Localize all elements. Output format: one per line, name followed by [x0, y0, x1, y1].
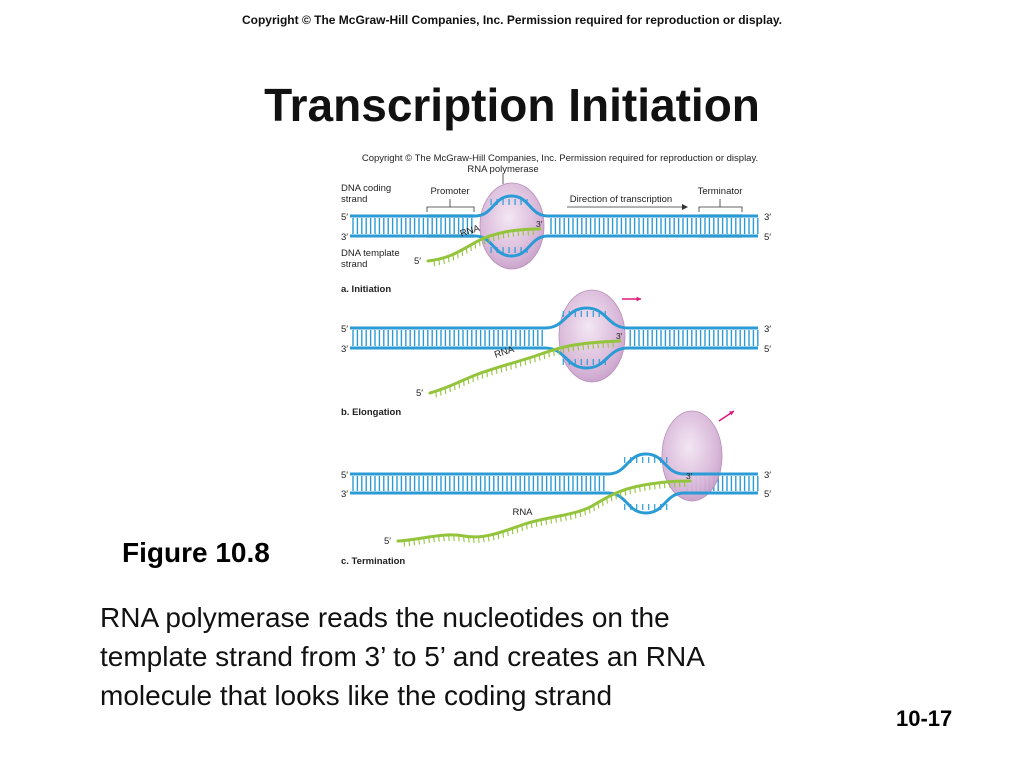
- promoter-label: Promoter: [430, 186, 469, 197]
- caption-line: RNA polymerase reads the nucleotides on …: [100, 602, 670, 633]
- terminator-label: Terminator: [698, 186, 743, 197]
- rna-5prime-label: 5′: [416, 388, 423, 399]
- rna-3prime-label: 3′: [616, 331, 623, 341]
- rna-3prime-label: 3′: [536, 219, 543, 229]
- end-label-3prime: 3′: [341, 489, 348, 500]
- dna-coding-strand: [350, 194, 758, 218]
- panel-caption-initiation: a. Initiation: [341, 284, 391, 295]
- end-label-5prime: 5′: [764, 489, 771, 500]
- caption-line: template strand from 3’ to 5’ and create…: [100, 641, 705, 672]
- promoter-bracket: [426, 199, 475, 212]
- dna-template-strand: [350, 234, 758, 258]
- end-label-3prime: 3′: [341, 344, 348, 355]
- end-label-3prime: 3′: [764, 212, 771, 223]
- rna-5prime-label: 5′: [384, 536, 391, 547]
- end-label-5prime: 5′: [764, 232, 771, 243]
- panel-elongation: 5′ RNA 3′ 5′ 3′ 3′ 5′: [341, 289, 771, 399]
- end-label-3prime: 3′: [341, 232, 348, 243]
- direction-label: Direction of transcription: [570, 194, 672, 205]
- caption: RNA polymerase reads the nucleotides on …: [100, 598, 900, 715]
- caption-line: molecule that looks like the coding stra…: [100, 680, 613, 711]
- rna-5prime-label: 5′: [414, 256, 421, 267]
- end-label-5prime: 5′: [341, 470, 348, 481]
- panel-caption-elongation: b. Elongation: [341, 407, 401, 418]
- copyright-notice: Copyright © The McGraw-Hill Companies, I…: [241, 13, 783, 27]
- rna-label: RNA: [493, 344, 516, 361]
- end-label-5prime: 5′: [764, 344, 771, 355]
- rna-strand: [428, 339, 622, 395]
- dna-coding-strand: [350, 306, 758, 330]
- slide-title: Transcription Initiation: [264, 79, 760, 131]
- figure-copyright: Copyright © The McGraw-Hill Companies, I…: [362, 153, 758, 164]
- end-label-3prime: 3′: [764, 470, 771, 481]
- end-label-5prime: 5′: [341, 212, 348, 223]
- terminator-bracket: [698, 199, 743, 212]
- slide-number: 10-17: [896, 706, 953, 731]
- panel-caption-termination: c. Termination: [341, 556, 405, 567]
- polymerase-label: RNA polymerase: [467, 164, 538, 175]
- end-label-5prime: 5′: [341, 324, 348, 335]
- dna-template-strand: [350, 491, 758, 515]
- dna-coding-strand: [350, 452, 758, 476]
- figure-label: Figure 10.8: [122, 537, 270, 568]
- rna-polymerase: [661, 410, 723, 502]
- rna-3prime-label: 3′: [686, 471, 693, 481]
- end-label-3prime: 3′: [764, 324, 771, 335]
- rna-label: RNA: [512, 507, 533, 518]
- panel-termination: 5′ RNA 3′ 5′ 3′ 3′ 5′: [341, 410, 771, 547]
- rna-strand: [396, 479, 692, 543]
- template-strand-label: DNA template strand: [341, 248, 402, 270]
- coding-strand-label: DNA coding strand: [341, 183, 394, 205]
